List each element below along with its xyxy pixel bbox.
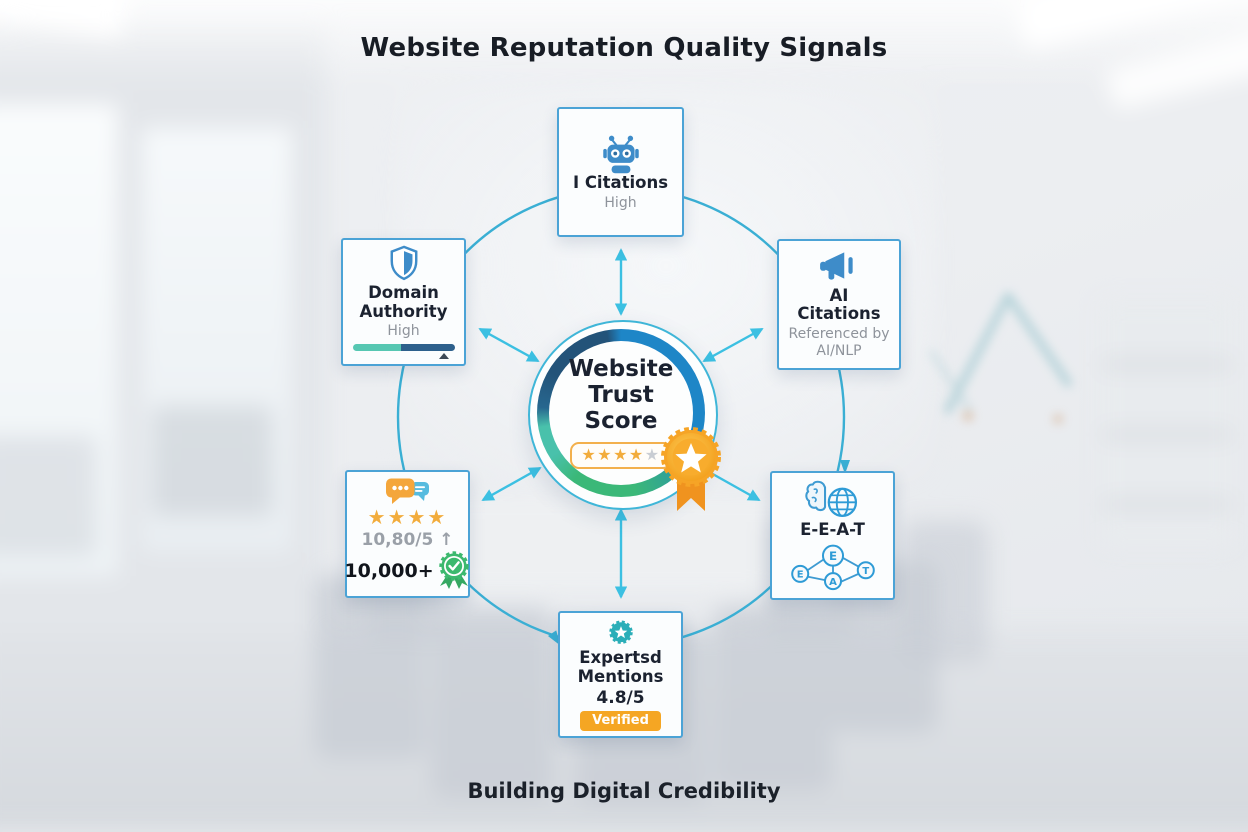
eeat-letter: E <box>828 549 836 563</box>
node-eeat: E-E-A-T E E A T <box>770 471 895 600</box>
node-expert-mentions: Expertsd Mentions 4.8/5 Verified <box>558 611 683 738</box>
trust-score-star-rating: ★★★★★ <box>570 441 672 469</box>
office-chair <box>902 521 988 663</box>
green-check-rosette-icon <box>438 551 469 589</box>
window-city-silhouette <box>0 436 96 556</box>
eeat-letter: A <box>829 577 837 588</box>
node-ai-citations: AI Citations Referenced by AI/NLP <box>777 239 901 370</box>
review-count: 10,000+ <box>344 560 434 582</box>
shield-icon <box>390 245 417 281</box>
gold-ribbon-award-icon <box>661 427 721 511</box>
eeat-letter: E <box>796 570 803 581</box>
footer-caption: Building Digital Credibility <box>467 779 781 803</box>
review-score: 10,80/5 ↑ <box>362 530 454 550</box>
chart-dot <box>963 411 973 421</box>
brain-globe-icon <box>804 480 857 518</box>
review-stars: ★★★★ <box>367 505 448 529</box>
chart-dot <box>1053 414 1063 424</box>
star-muted: ★ <box>644 444 661 464</box>
robot-icon <box>602 135 639 174</box>
arrowhead-to-eeat <box>840 460 850 474</box>
node-domain-authority: Domain Authority High <box>341 238 466 366</box>
arrow-center-to-reviews <box>481 466 542 502</box>
node-status: High <box>387 323 420 340</box>
shelf-line <box>1102 361 1232 368</box>
chat-bubbles-icon <box>385 478 429 504</box>
eeat-letter: T <box>862 566 869 577</box>
node-status: Referenced by AI/NLP <box>788 326 890 360</box>
authority-meter <box>352 344 455 351</box>
node-label: AI Citations <box>797 285 881 324</box>
trust-score-title: Website Trust Score <box>549 357 693 434</box>
teal-star-rosette-icon <box>608 620 633 644</box>
arrowhead-to-expert-mentions <box>547 630 561 646</box>
meter-caret-icon <box>439 353 449 359</box>
window-city-silhouette <box>152 406 272 516</box>
shelf-unit <box>1102 301 1232 546</box>
eeat-network-icon: E E A T <box>790 544 875 591</box>
trust-score-hub: Website Trust Score ★★★★★ <box>549 341 693 485</box>
node-reviews: ★★★★ 10,80/5 ↑ 10,000+ <box>344 470 470 598</box>
arrow-center-to-domain-authority <box>478 327 540 363</box>
office-chair <box>431 608 553 798</box>
megaphone-icon <box>820 251 853 280</box>
trust-score-title-line2: Trust Score <box>584 382 658 434</box>
blurry-chart-line-decoration <box>930 292 1072 424</box>
node-label: Domain Authority <box>359 282 448 321</box>
trust-score-title-line1: Website <box>568 356 674 383</box>
arrow-center-to-ai-citations <box>702 327 764 363</box>
conference-table <box>406 496 816 591</box>
trend-up-arrow-icon: ↑ <box>439 530 454 550</box>
shelf-line <box>1102 501 1232 508</box>
node-label: E-E-A-T <box>800 520 865 540</box>
page-title: Website Reputation Quality Signals <box>360 33 888 63</box>
stars-filled: ★★★★ <box>581 444 645 464</box>
expert-score: 4.8/5 <box>596 688 645 708</box>
node-label: I Citations <box>572 173 669 193</box>
shelf-line <box>1102 431 1232 438</box>
node-status: High <box>604 194 637 211</box>
review-score-value: 10,80/5 <box>361 530 434 550</box>
node-label: Expertsd Mentions <box>577 648 664 687</box>
node-ai-citations-top: I Citations High <box>557 107 684 237</box>
verified-badge: Verified <box>580 711 661 731</box>
